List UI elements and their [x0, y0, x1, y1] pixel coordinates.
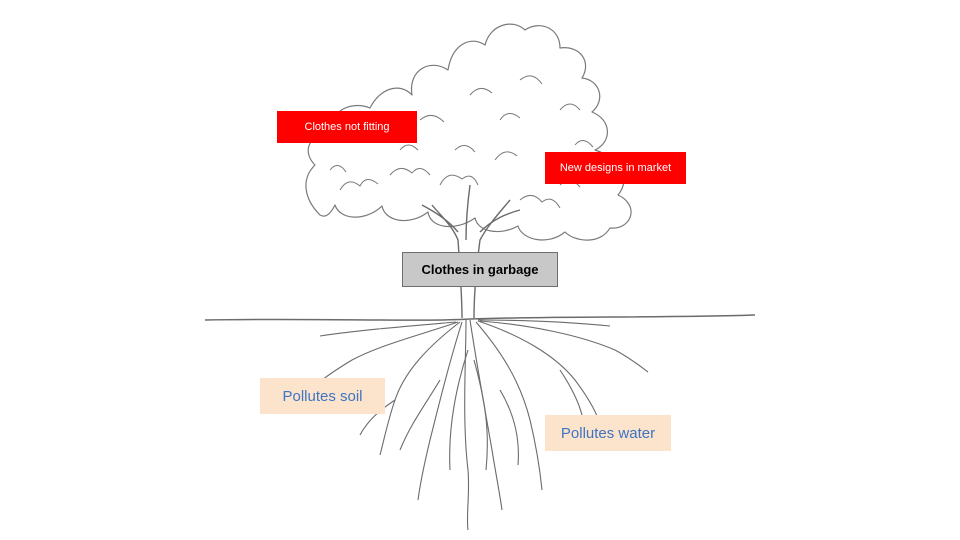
root — [379, 321, 461, 456]
central-issue-box: Clothes in garbage — [402, 252, 558, 287]
tree-roots — [307, 319, 649, 531]
root — [469, 319, 503, 511]
root — [449, 349, 488, 471]
trunk-left-edge — [431, 204, 463, 319]
effect-pollutes-water: Pollutes water — [545, 415, 671, 451]
root — [464, 319, 470, 531]
root — [319, 321, 457, 337]
cause-new-designs-in-market: New designs in market — [545, 152, 686, 184]
tree-trunk — [421, 184, 521, 319]
root — [399, 379, 519, 466]
root — [417, 321, 463, 501]
ground-line — [204, 314, 756, 321]
root — [475, 321, 543, 491]
effect-pollutes-soil: Pollutes soil — [260, 378, 385, 414]
root — [477, 319, 611, 327]
trunk-right-edge — [473, 199, 511, 319]
root — [359, 369, 583, 436]
crown-outline — [305, 23, 632, 241]
ground — [204, 314, 756, 321]
root — [477, 320, 603, 431]
cause-clothes-not-fitting: Clothes not fitting — [277, 111, 417, 143]
trunk-branch — [421, 184, 521, 241]
root — [479, 320, 649, 373]
